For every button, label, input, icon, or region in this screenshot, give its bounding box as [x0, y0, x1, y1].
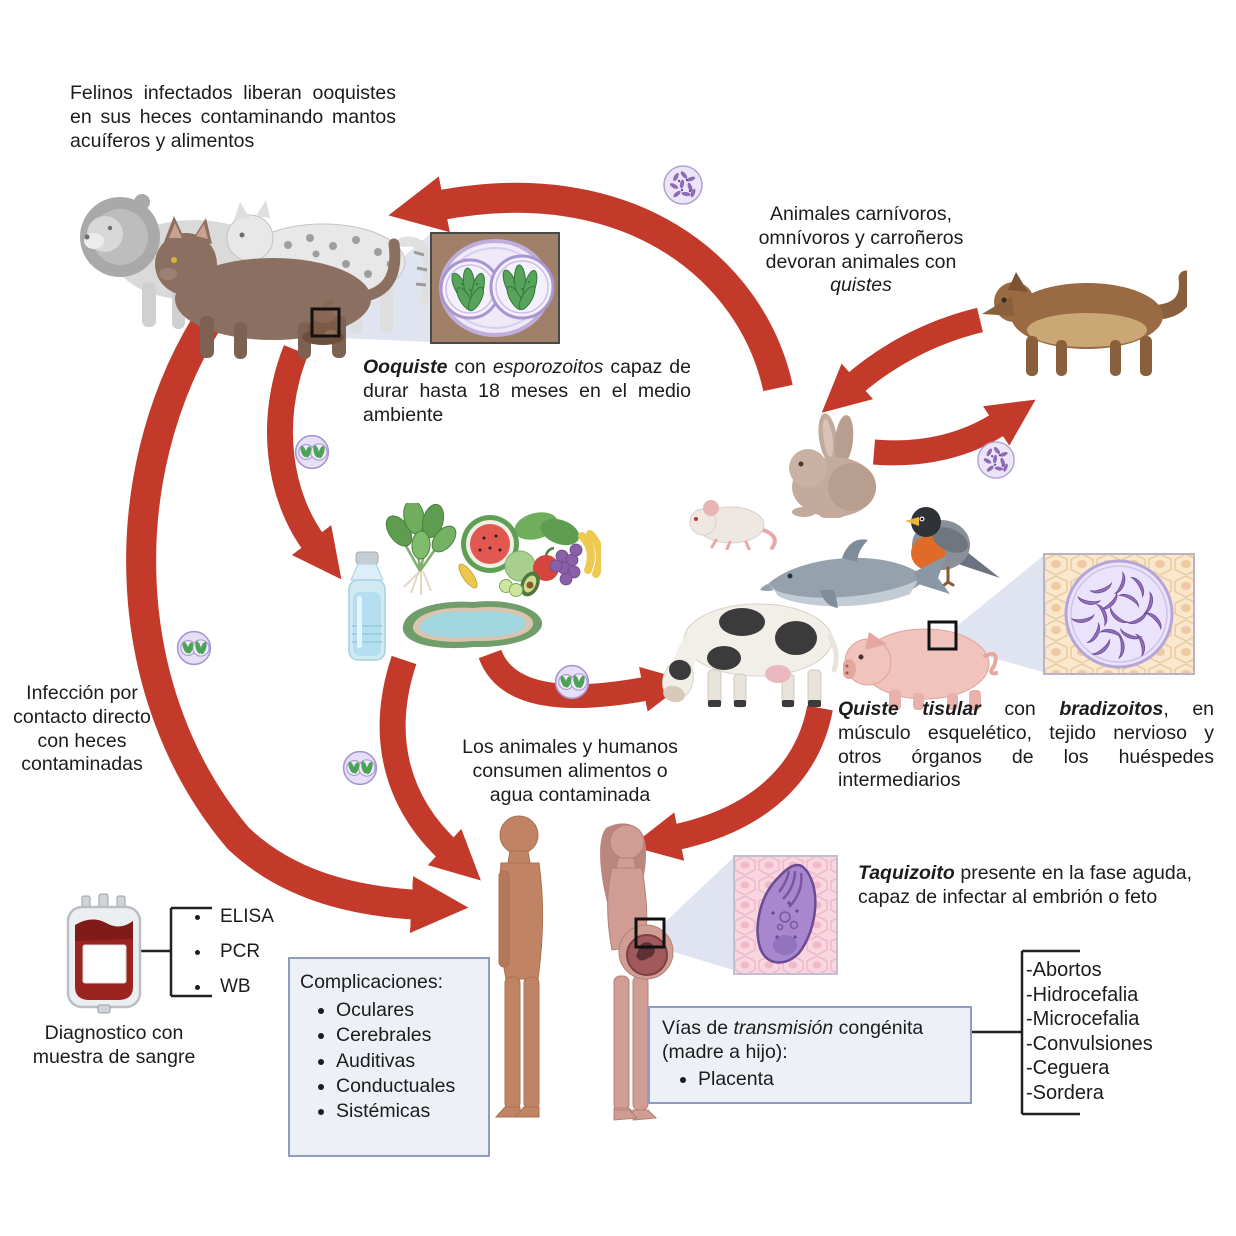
tissue-cyst-icon — [663, 165, 703, 205]
pig-icon — [843, 628, 998, 710]
oocyst-inset — [430, 232, 560, 344]
felines-note-text: Felinos infectados liberan ooquistes en … — [70, 82, 396, 152]
fruits-icon — [458, 512, 601, 597]
puddle-icon — [402, 601, 543, 649]
arrow-food-to-humans — [379, 655, 481, 881]
complications-box: Complicaciones: Oculares Cerebrales Audi… — [288, 957, 490, 1157]
list-item: -Microcefalia — [1026, 1008, 1140, 1031]
congenital-effects-list: -Abortos -Hidrocefalia -Microcefalia -Co… — [1026, 958, 1206, 1106]
blood-tests-list: ELISA PCR WB — [192, 906, 302, 1011]
list-item: Placenta — [698, 1067, 958, 1092]
arrow-cat-to-food — [267, 345, 342, 580]
arrow-wolf-to-rabbit — [821, 307, 984, 413]
dolphin-icon — [760, 539, 950, 608]
beam-pig-to-cyst-inset — [957, 556, 1043, 672]
blood-tests-bracket — [138, 906, 212, 998]
congenital-bracket — [972, 949, 1080, 1116]
list-item: Oculares — [336, 998, 478, 1023]
oocyst-icon — [294, 434, 330, 470]
list-item: -Sordera — [1026, 1081, 1104, 1104]
carnivores-note: Animales carnívoros, omnívoros y carroñe… — [758, 203, 964, 297]
list-item: -Convulsiones — [1026, 1032, 1153, 1055]
rabbit-icon — [789, 413, 876, 518]
tissue-cyst-inset — [1043, 553, 1195, 675]
arrow-rabbit-to-wolf — [872, 399, 1036, 466]
oocyst-note: Ooquiste con esporozoitos capaz de durar… — [363, 356, 691, 426]
list-item: -Hidrocefalia — [1026, 983, 1139, 1006]
list-item: -Ceguera — [1026, 1057, 1110, 1080]
blood-diagnosis-label: Diagnostico con muestra de sangre — [32, 1022, 196, 1068]
list-item: -Abortos — [1026, 959, 1102, 981]
cat-icon — [155, 216, 401, 359]
tissue-cyst-icon — [977, 441, 1015, 479]
tachyzoite-note: Taquizoito presente en la fase aguda, ca… — [858, 862, 1192, 908]
mouse-icon — [689, 500, 777, 550]
list-item: Conductuales — [336, 1074, 478, 1099]
robin-icon — [905, 507, 1000, 588]
tissue-cyst-note: Quiste tisular con bradizoitos, en múscu… — [838, 698, 1215, 792]
arrow-cat-to-humans — [126, 316, 469, 933]
water-bottle-icon — [348, 551, 386, 661]
list-item: Auditivas — [336, 1049, 478, 1074]
oocyst-icon — [342, 750, 378, 786]
direct-contact-note: Infección por contacto directo con heces… — [13, 682, 151, 776]
oocyst-icon — [176, 630, 212, 666]
congenital-box-title: Vías de transmisión congénita (madre a h… — [662, 1017, 924, 1064]
consumption-note: Los animales y humanos consumen alimento… — [462, 736, 678, 806]
arrow-livestock-to-woman — [630, 705, 833, 861]
arrow-water-to-cow — [478, 649, 689, 712]
wolf-icon — [982, 270, 1187, 376]
felines-note: Felinos infectados liberan ooquistes en … — [70, 82, 396, 153]
man-figure — [494, 815, 544, 1118]
complications-list: Oculares Cerebrales Auditivas Conductual… — [310, 998, 478, 1125]
congenital-transmission-box: Vías de transmisión congénita (madre a h… — [648, 1006, 972, 1105]
cow-icon — [662, 603, 839, 708]
list-item: ELISA — [212, 906, 302, 928]
list-item: PCR — [212, 941, 302, 963]
list-item: Cerebrales — [336, 1023, 478, 1048]
spinach-icon — [385, 503, 457, 595]
feces-icon — [302, 300, 344, 345]
blood-bag-icon — [66, 893, 142, 1014]
complications-title: Complicaciones: — [300, 971, 444, 993]
beam-womb-to-tachyzoite-inset — [664, 858, 733, 970]
list-item: WB — [212, 976, 302, 998]
list-item: Sistémicas — [336, 1099, 478, 1124]
tachyzoite-inset — [733, 855, 838, 975]
arrow-carnivores-to-felines — [388, 176, 793, 392]
oocyst-icon — [554, 664, 590, 700]
congenital-routes-list: Placenta — [672, 1067, 958, 1092]
